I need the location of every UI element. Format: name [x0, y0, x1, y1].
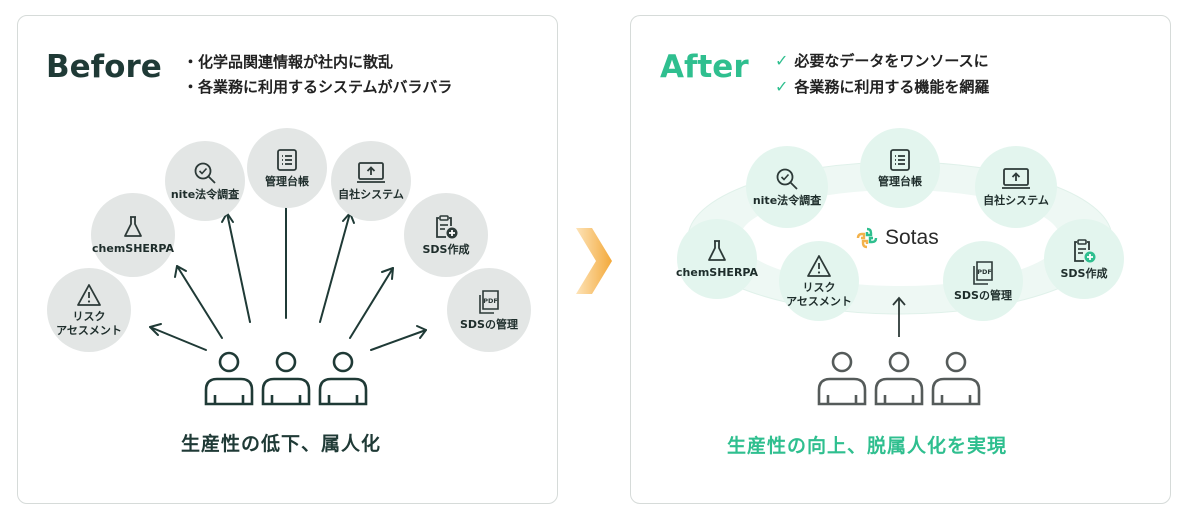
svg-text:PDF: PDF — [977, 268, 992, 276]
after-title: After — [660, 49, 749, 85]
after-node-sds-manage: PDF SDSの管理 — [943, 241, 1023, 321]
before-label-sds-create: SDS作成 — [422, 242, 470, 256]
after-node-chemsherpa: chemSHERPA — [676, 219, 758, 299]
after-node-sds-create: SDS作成 — [1044, 219, 1124, 299]
pdf-icon: PDF — [479, 289, 499, 314]
warning-icon — [807, 254, 831, 277]
after-label-inhouse: 自社システム — [983, 193, 1049, 207]
before-node-inhouse: 自社システム — [331, 141, 411, 221]
after-bullet-1: ✓必要なデータをワンソースに — [775, 51, 989, 70]
before-node-chemsherpa: chemSHERPA — [91, 193, 175, 277]
after-label-sds-manage: SDSの管理 — [954, 288, 1012, 302]
after-node-risk: リスク アセスメント — [779, 241, 859, 321]
before-node-risk: リスク アセスメント — [47, 268, 131, 352]
monitor-upload-icon — [357, 161, 385, 183]
before-conclusion: 生産性の低下、属人化 — [181, 433, 382, 455]
after-node-inhouse: 自社システム — [975, 146, 1057, 228]
after-conclusion: 生産性の向上、脱属人化を実現 — [727, 435, 1008, 457]
clipboard-add-icon — [1074, 238, 1096, 262]
flask-icon — [124, 215, 142, 237]
list-icon — [890, 148, 910, 171]
before-node-nite: nite法令調査 — [165, 141, 245, 221]
warning-icon — [77, 283, 101, 306]
flask-icon — [708, 239, 726, 261]
before-label-nite: nite法令調査 — [170, 187, 240, 201]
magnifier-check-icon — [194, 162, 216, 184]
before-label-sds-manage: SDSの管理 — [460, 317, 518, 331]
monitor-upload-icon — [1002, 167, 1030, 189]
after-node-nite: nite法令調査 — [746, 146, 828, 228]
list-icon — [277, 148, 297, 171]
sotas-logo-text: Sotas — [885, 226, 939, 249]
before-bullet-2: ・各業務に利用するシステムがバラバラ — [183, 78, 453, 96]
after-node-ledger: 管理台帳 — [860, 128, 940, 208]
after-bullet-2: ✓各業務に利用する機能を網羅 — [775, 77, 990, 96]
after-bullets: ✓必要なデータをワンソースに ✓各業務に利用する機能を網羅 — [775, 48, 989, 100]
before-label-risk: リスク アセスメント — [56, 309, 122, 337]
sotas-logo: Sotas — [855, 226, 939, 250]
before-label-ledger: 管理台帳 — [265, 174, 309, 188]
check-icon: ✓ — [775, 77, 789, 96]
before-node-sds-create: SDS作成 — [404, 193, 488, 277]
sotas-logo-icon — [856, 227, 878, 249]
check-icon: ✓ — [775, 51, 789, 70]
before-node-ledger: 管理台帳 — [247, 128, 327, 208]
magnifier-check-icon — [776, 168, 798, 190]
pdf-icon: PDF — [973, 260, 993, 285]
svg-text:PDF: PDF — [483, 297, 498, 305]
before-bullets: ・化学品関連情報が社内に散乱 ・各業務に利用するシステムがバラバラ — [183, 50, 452, 100]
before-label-inhouse: 自社システム — [338, 187, 404, 201]
after-label-nite: nite法令調査 — [752, 193, 822, 207]
clipboard-add-icon — [436, 214, 458, 238]
after-label-sds-create: SDS作成 — [1060, 266, 1108, 280]
after-label-risk: リスク アセスメント — [786, 280, 852, 308]
before-node-sds-manage: PDF SDSの管理 — [447, 268, 531, 352]
before-bullet-1: ・化学品関連情報が社内に散乱 — [183, 53, 394, 71]
after-label-ledger: 管理台帳 — [878, 174, 922, 188]
after-label-chemsherpa: chemSHERPA — [676, 265, 758, 279]
before-label-chemsherpa: chemSHERPA — [92, 241, 174, 255]
before-title: Before — [46, 49, 162, 85]
